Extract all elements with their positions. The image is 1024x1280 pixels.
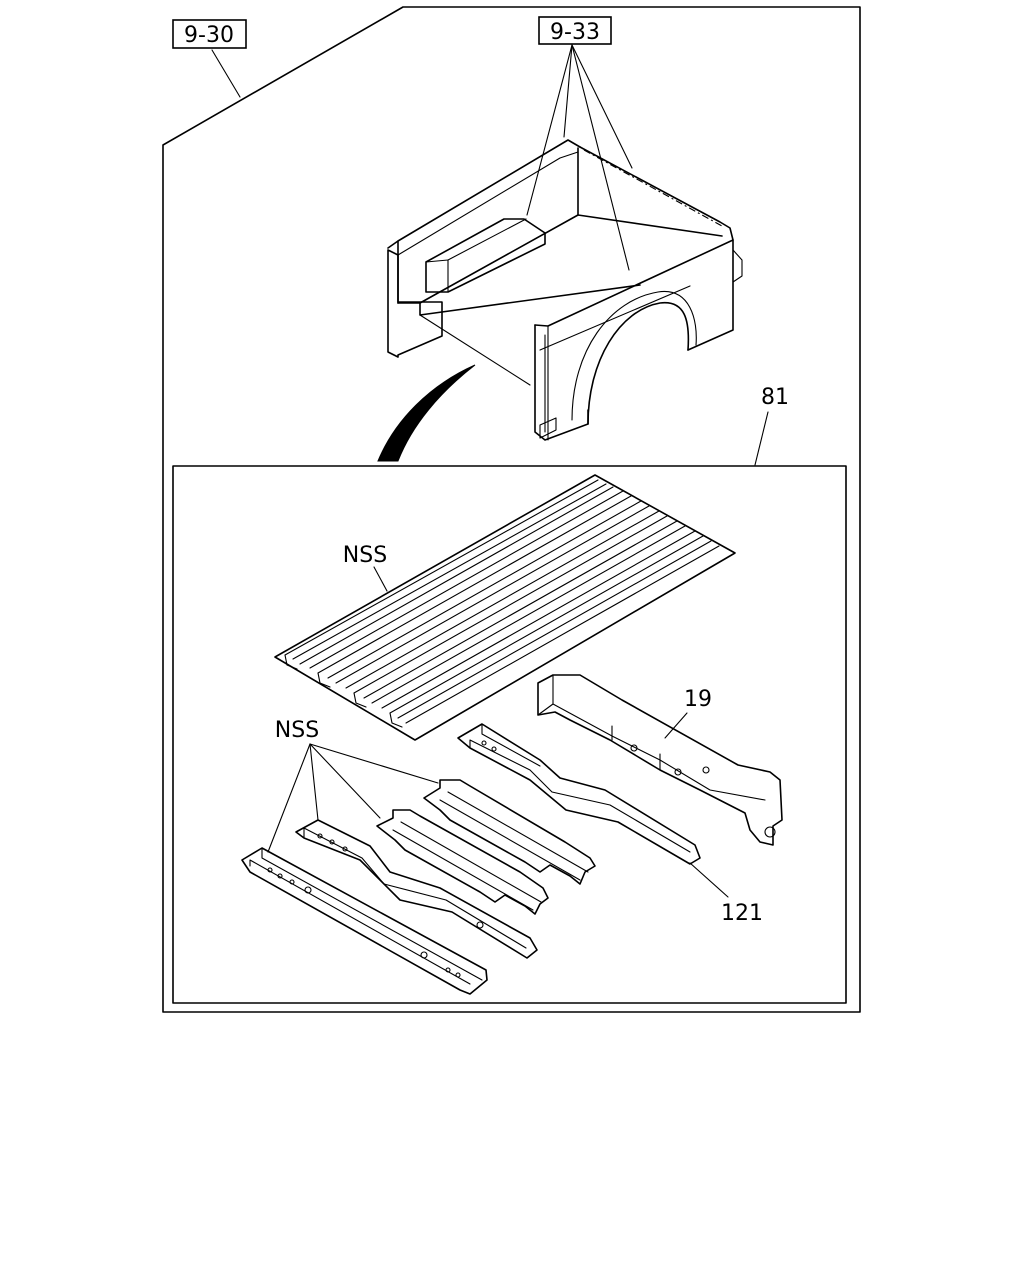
crossmember-d	[241, 847, 488, 995]
ref-callout-9-30[interactable]: 9-30	[172, 19, 247, 98]
label-19: 19	[684, 687, 712, 712]
label-crossmembers-nss: NSS	[275, 718, 319, 743]
callout-81[interactable]: 81	[754, 385, 789, 466]
callout-floor-nss[interactable]: NSS	[343, 543, 388, 592]
front-sill	[457, 723, 701, 865]
ref-label-9-30: 9-30	[184, 23, 234, 48]
rear-sill	[537, 674, 783, 846]
curved-arrow	[377, 364, 476, 462]
label-floor-nss: NSS	[343, 543, 387, 568]
callout-crossmembers-nss[interactable]: NSS	[267, 718, 439, 853]
label-81: 81	[761, 385, 789, 410]
inner-kit-frame	[172, 465, 847, 1004]
callout-121[interactable]: 121	[689, 862, 763, 926]
crossmember-a	[423, 779, 596, 885]
ref-label-9-33: 9-33	[550, 20, 600, 45]
outer-frame	[162, 6, 861, 1013]
truck-bed-assembly	[387, 139, 743, 441]
label-121: 121	[721, 901, 763, 926]
callout-19[interactable]: 19	[664, 687, 712, 739]
crossmember-b	[376, 809, 549, 915]
ref-callout-9-33[interactable]: 9-33	[526, 16, 633, 271]
crossmember-c	[295, 819, 538, 959]
floor-panel	[274, 474, 736, 741]
